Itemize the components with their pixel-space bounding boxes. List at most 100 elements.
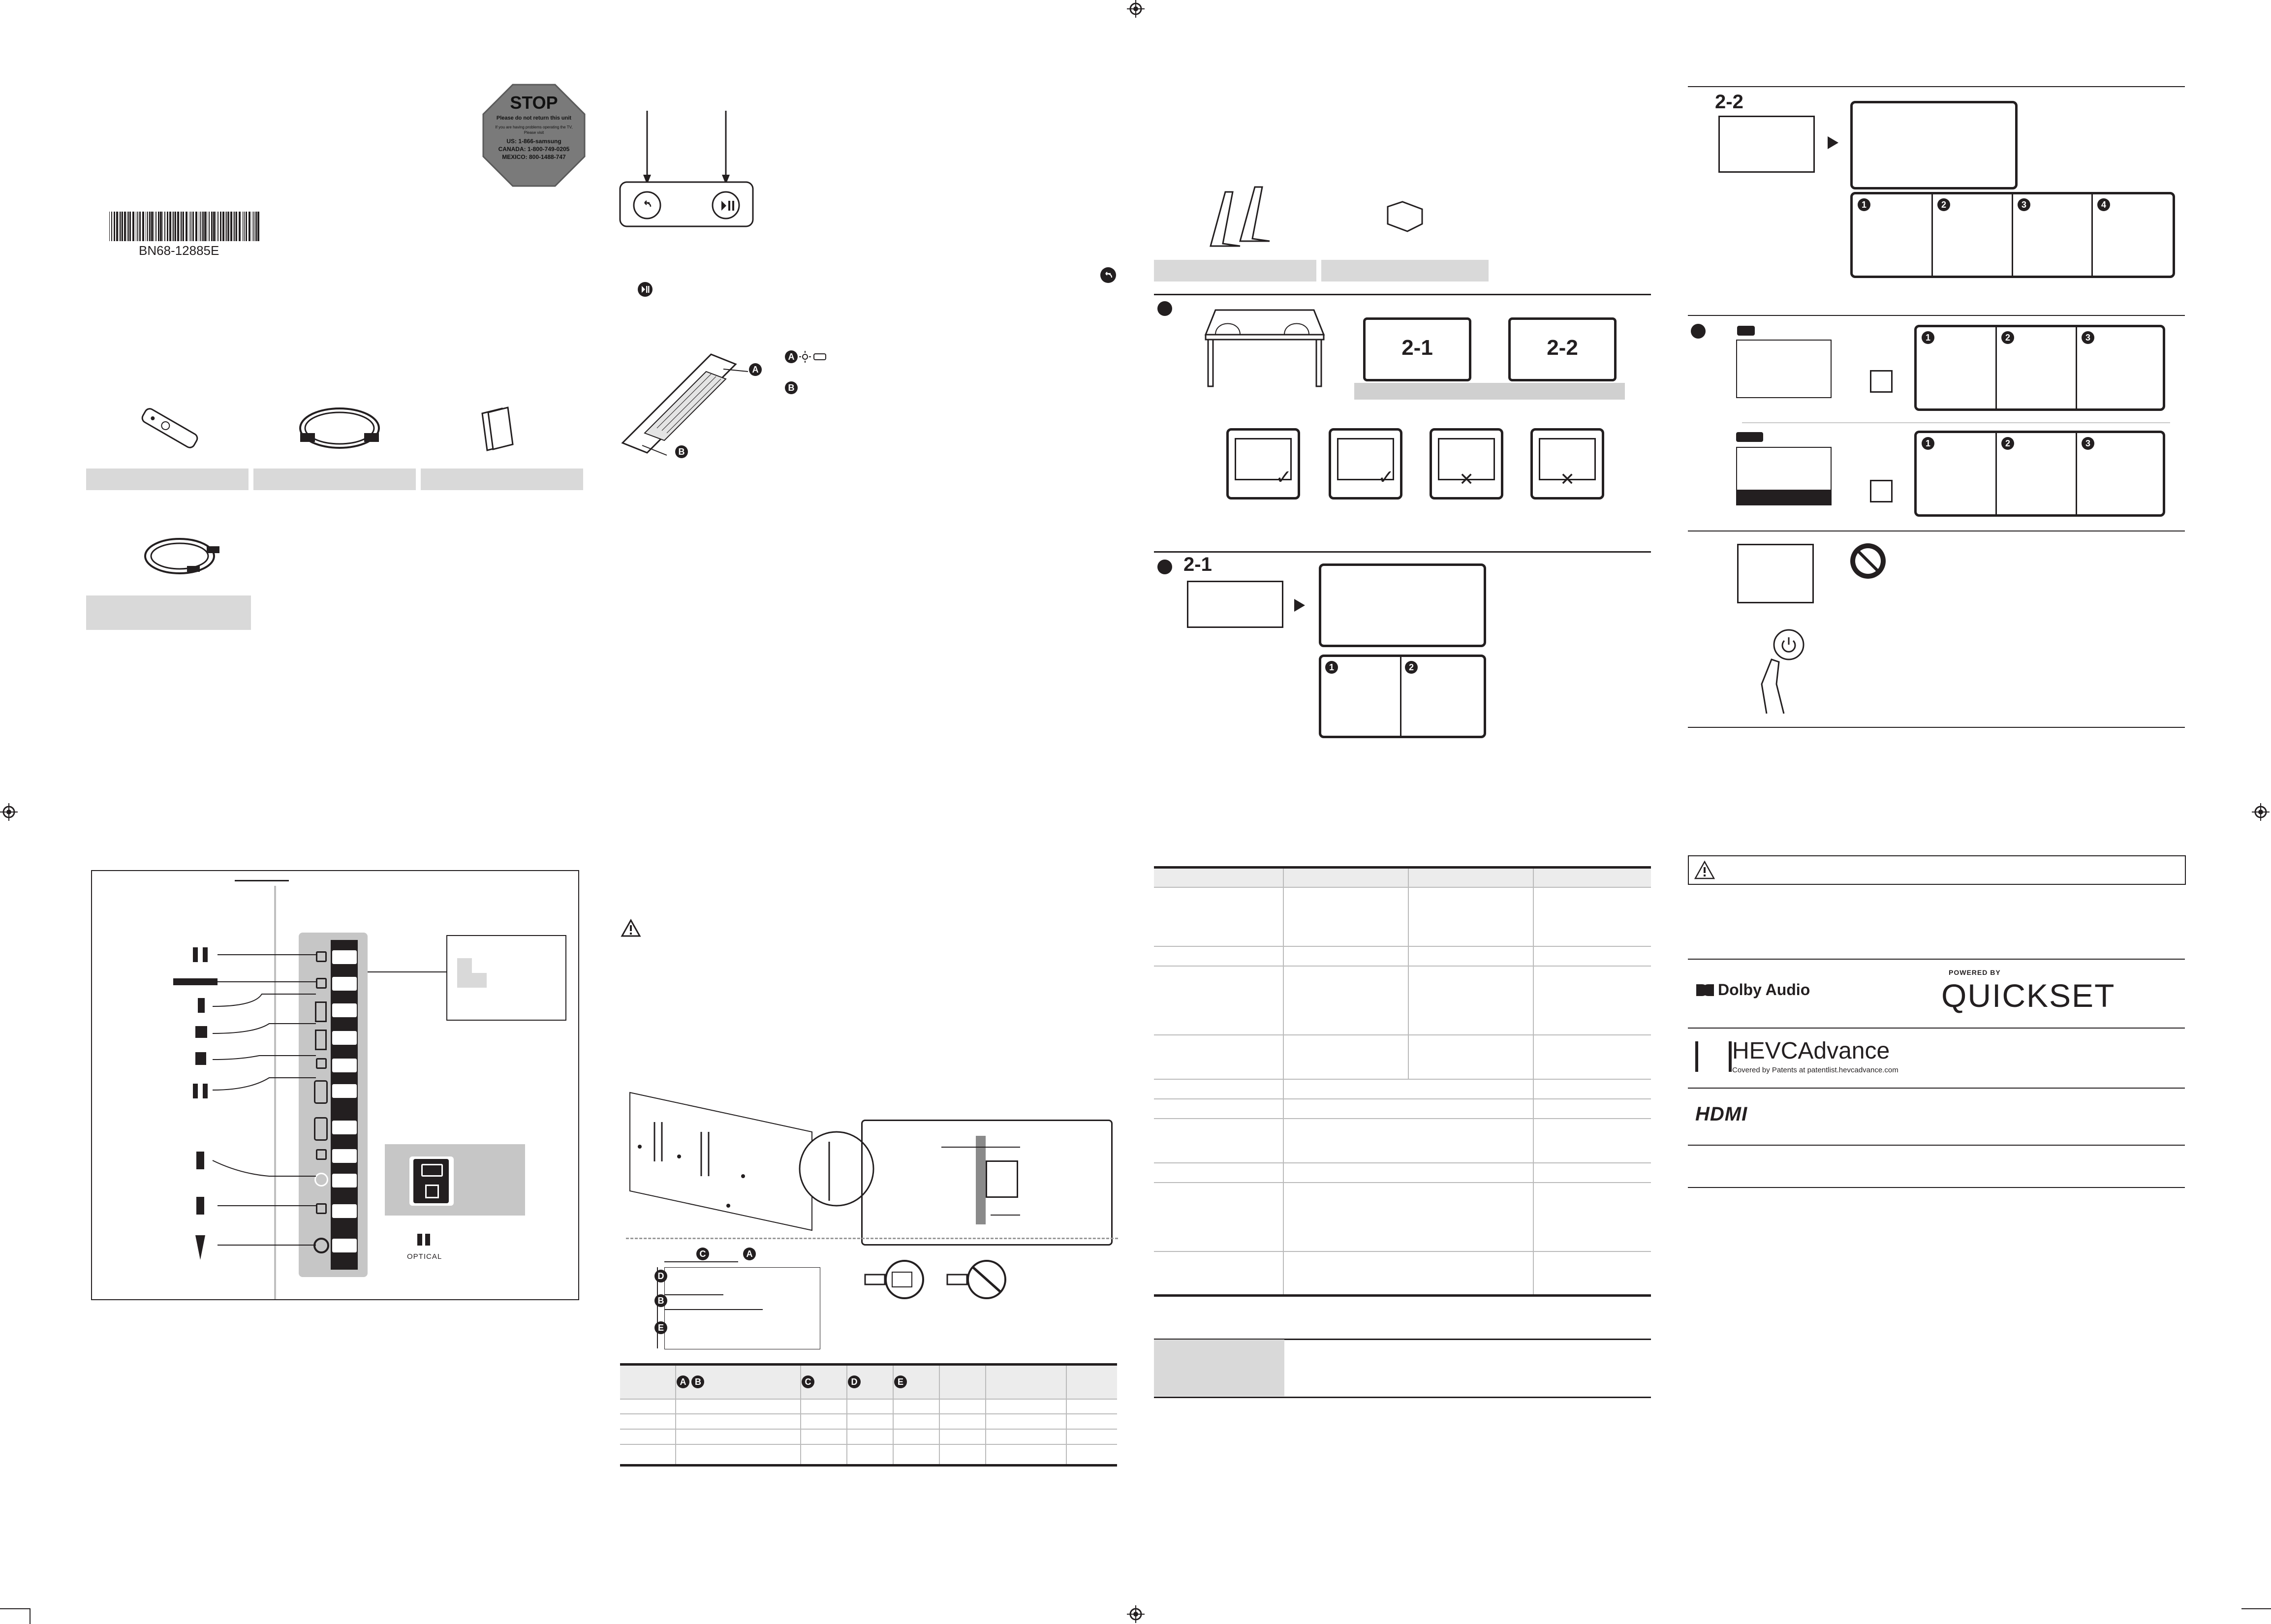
hevc-logo: HEVCAdvance Covered by Patents at patent… [1695,1037,1902,1082]
section-rule [1688,727,2185,728]
specifications-table [1154,866,1651,1297]
diagram-title-line [235,880,289,881]
step-number [1691,324,1706,339]
marker-a: A [749,363,762,376]
bolt-detail-frame [861,1120,1113,1246]
hevc-label: HEVCAdvance [1732,1038,1890,1064]
port-jack [316,1149,327,1160]
crop-mark [2241,1608,2271,1609]
quickset-logo: QUICKSET [1941,977,2115,1014]
marker-e: E [654,1321,667,1334]
manual-illustration [481,406,514,451]
back-icon [1100,267,1116,283]
assembly-frame-1: 1 2 [1319,655,1486,738]
marker-b: B [675,445,688,458]
power-icon [1761,629,1804,714]
audio-cable-illustration [144,538,219,574]
stand-caption [1321,260,1489,281]
hevc-mark [1695,1041,1732,1072]
dolby-icon [1696,984,1714,996]
marker-b: B [654,1294,667,1307]
stop-us: US: 1-866-samsung [506,138,561,145]
usb-port [315,1001,327,1022]
tv-front-outline [1187,581,1283,628]
usb-port [315,1030,327,1050]
warning-icon [621,918,641,937]
back-icon [644,200,652,207]
cross-icon: ✕ [1560,469,1575,489]
stop-line1: Please do not return this unit [496,115,572,121]
section-rule [1688,1145,2185,1146]
dashed-separator [626,1238,1118,1239]
wall-outlet [1870,480,1893,502]
stop-canada: CANADA: 1-800-749-0205 [498,146,570,153]
stop-line2: If you are having problems operating the… [495,125,573,129]
option-2-2-heading: 2-2 [1715,91,1743,113]
marker-a: A [785,350,798,363]
play-pause-icon [638,282,653,297]
crosshair-icon [1127,0,1145,18]
accessory-caption [421,468,583,490]
crop-mark [0,1608,30,1609]
option-2-1-heading: 2-1 [1183,554,1212,575]
stand-check-box: ✓ [1329,428,1402,500]
stand-legs-illustration [1210,186,1270,247]
stand-caption [1154,260,1316,281]
tv-stand-base [1354,383,1625,400]
section-rule [1688,86,2185,87]
cross-icon: ✕ [1459,469,1474,489]
crop-mark [30,1608,31,1624]
option-2-1-label: 2-1 [1401,336,1433,360]
screw-ok-illustration [864,1260,924,1299]
marker-d: D [848,1375,861,1389]
stop-sign: STOP Please do not return this unit If y… [482,84,586,187]
port-jack [316,978,327,989]
wall-mount-spec-table: A B C D E [620,1363,1117,1467]
tv-option-2-2: 2-2 [1508,317,1617,381]
table-setup-illustration [1204,309,1325,387]
marker-c: C [696,1248,709,1260]
section-rule [1688,315,2185,316]
tv-front-outline [1737,544,1814,603]
section-rule [1742,422,2170,423]
marker-a: A [677,1375,689,1389]
model-tag [1736,432,1763,442]
marker-d: D [654,1270,667,1282]
stop-line3: Please visit [524,130,544,135]
marker-c: C [802,1375,814,1389]
stop-title: STOP [510,93,558,113]
note-box-label [1154,1340,1284,1396]
stand-cross-box: ✕ [1430,428,1503,500]
arrow-right-icon [1828,136,1838,149]
section-rule [1154,551,1651,553]
warning-box [1688,855,2186,885]
model-tag [1737,326,1755,336]
optical-connector [417,1234,430,1246]
warning-icon [1694,860,1715,879]
stand-cross-box: ✕ [1530,428,1604,500]
port-jack [316,951,327,962]
crosshair-icon [2252,803,2270,821]
accessory-caption [86,468,249,490]
remote-arrows [619,111,754,227]
hdmi-port [314,1080,328,1104]
section-rule [1688,1028,2185,1029]
marker-e: E [894,1375,907,1389]
section-rule [1688,1088,2185,1089]
tv-option-2-1: 2-1 [1363,317,1471,381]
dolby-label: Dolby Audio [1718,981,1810,999]
marker-b: B [691,1375,705,1389]
connection-diagram: OPTICAL [91,870,579,1300]
cable-steps-frame: 1 2 3 [1914,431,2165,517]
section-rule [1154,1339,1651,1340]
port-jack [316,1203,327,1214]
hevc-subtext: Covered by Patents at patentlist.hevcadv… [1732,1066,1898,1074]
port-jack [316,1058,327,1069]
stand-check-box: ✓ [1226,428,1300,500]
section-rule [1154,294,1651,295]
hdmi-port [314,1117,328,1141]
remote-control-illustration [141,408,198,448]
optical-label: OPTICAL [407,1252,442,1261]
remote-back-illustration [621,353,748,456]
optical-panel [385,1144,525,1216]
